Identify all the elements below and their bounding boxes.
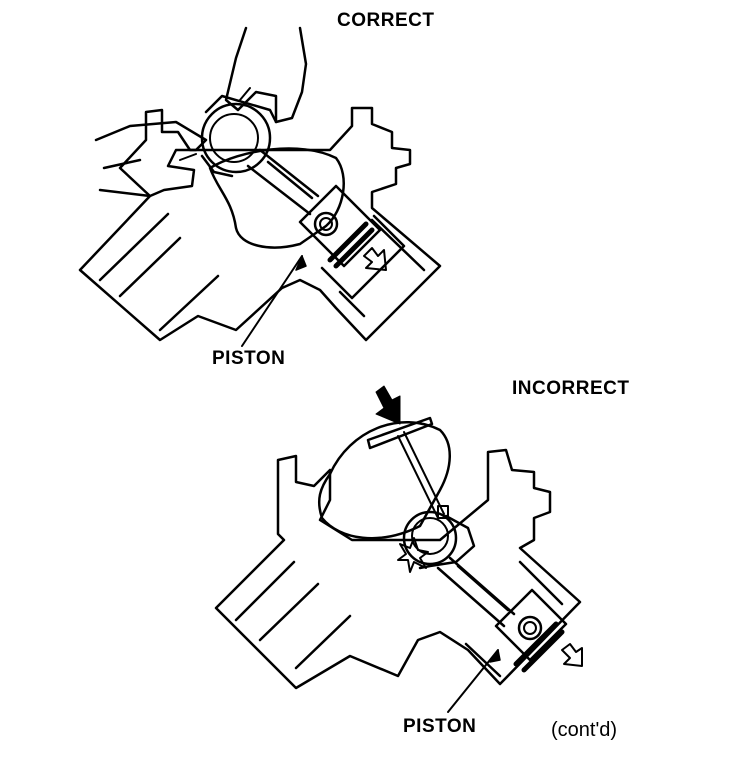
cylinder-wall-right-2	[464, 560, 564, 678]
bolt-head	[437, 505, 449, 519]
incorrect-diagram	[214, 385, 583, 713]
piston-label-incorrect: PISTON	[403, 716, 477, 737]
piston-leader-arrowhead-2	[489, 649, 501, 663]
cylinder-wall-right	[338, 218, 426, 318]
crank-pin-2	[411, 517, 449, 555]
crank-web	[208, 147, 345, 249]
pry-rod	[397, 431, 445, 519]
engine-block-correct	[78, 106, 442, 342]
piston-incorrect	[494, 588, 568, 662]
connecting-rod	[246, 148, 320, 216]
piston-rings	[327, 221, 375, 269]
piston-correct	[298, 184, 382, 268]
crank-pin	[209, 113, 259, 163]
push-arrow-icon	[375, 385, 401, 425]
piston-pin-bore	[319, 217, 333, 231]
incorrect-heading: INCORRECT	[512, 378, 630, 399]
piston-pin	[313, 211, 339, 237]
hand-left-icon	[94, 120, 208, 198]
piston-label-correct: PISTON	[212, 348, 286, 369]
pry-bar	[366, 416, 434, 450]
continued-note: (cont'd)	[551, 719, 618, 741]
piston-pin-bore-2	[523, 621, 537, 635]
rod-big-end-2	[402, 510, 458, 566]
correct-heading: CORRECT	[337, 10, 435, 31]
cylinder-wall-left	[98, 212, 220, 332]
piston-leader-correct	[241, 255, 303, 347]
correct-diagram	[78, 26, 442, 347]
cylinder-bore-outline	[320, 214, 406, 300]
hand-top-icon	[224, 26, 308, 124]
bearing-cap-2	[418, 514, 476, 570]
piston-pin-2	[517, 615, 543, 641]
crank-counterweight	[318, 421, 451, 540]
motion-arrow-icon-2	[561, 643, 583, 667]
engine-block-incorrect	[214, 448, 582, 690]
piston-leader-incorrect	[447, 649, 499, 713]
motion-arrow-icon	[363, 247, 387, 271]
cylinder-wall-left-2	[234, 560, 352, 670]
finger-lines	[179, 87, 251, 161]
piston-leader-arrowhead	[295, 255, 307, 271]
connecting-rod-2	[436, 556, 516, 628]
piston-rings-2	[513, 621, 565, 673]
